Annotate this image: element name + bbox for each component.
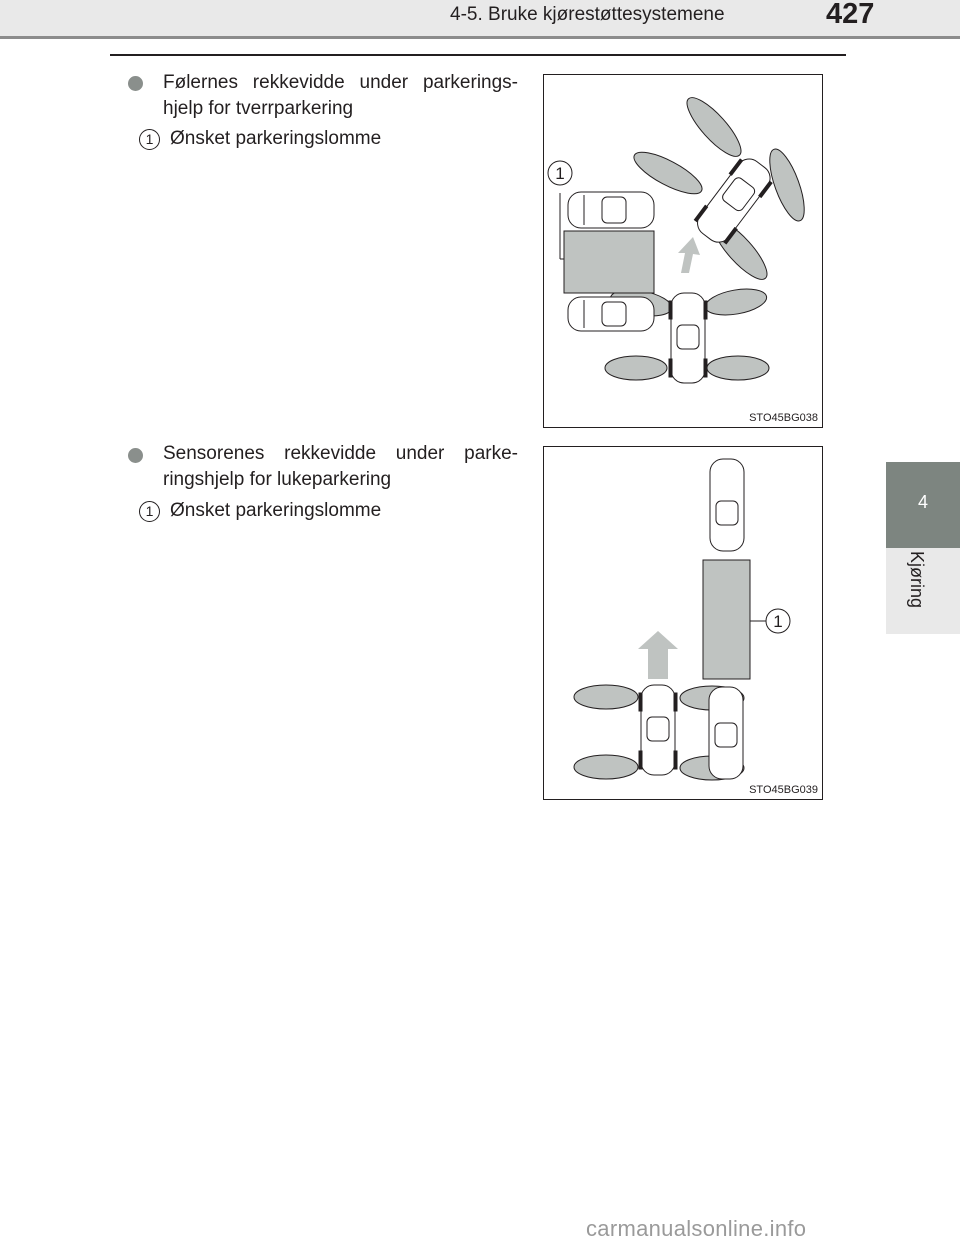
target-parking-space	[702, 559, 751, 680]
callout-marker	[765, 608, 791, 634]
figure-callout-label: 1	[773, 612, 782, 631]
callout-number: 1	[139, 501, 160, 522]
section-title: 4-5. Bruke kjørestøttesystemene	[450, 4, 725, 25]
header-divider-top	[0, 36, 960, 39]
moving-car	[693, 158, 773, 245]
sensor-beam	[573, 684, 639, 710]
chapter-number: 4	[917, 492, 928, 512]
item-text: Følernes rekkevidde under parkerings-hje…	[163, 72, 518, 119]
page-number: 427	[826, 0, 875, 30]
figure-code: STO45BG038	[749, 412, 818, 424]
watermark: carmanualsonline.info	[586, 1216, 807, 1241]
parked-car	[567, 296, 655, 332]
sensor-beam	[686, 97, 742, 157]
sensor-beam	[704, 288, 768, 316]
figure-callout-label: 1	[555, 164, 564, 183]
chapter-tab[interactable]: 4	[886, 462, 960, 548]
direction-arrow	[678, 237, 700, 273]
callout-marker	[547, 160, 573, 186]
chapter-label-band	[886, 548, 960, 634]
header-divider	[110, 54, 846, 56]
sensor-beam	[706, 355, 770, 381]
own-car	[638, 684, 678, 776]
item-text: Sensorenes rekkevidde under parke-ringsh…	[163, 443, 518, 490]
sensor-beam	[573, 754, 639, 780]
perpendicular-parking-diagram: 1	[547, 97, 805, 384]
own-car	[668, 292, 708, 384]
chapter-label-text: Kjøring	[907, 551, 927, 609]
bullet-icon	[128, 444, 150, 466]
sensor-beam	[604, 355, 668, 381]
figure-parallel-parking: 1 STO45BG039	[543, 446, 823, 800]
figure-perpendicular-parking: 1 STO45BG038	[543, 74, 823, 428]
bullet-icon	[128, 72, 150, 94]
callout-text: Ønsket parkeringslomme	[170, 128, 382, 149]
parked-car	[709, 458, 745, 552]
figure-code: STO45BG039	[749, 784, 818, 796]
parked-car	[567, 191, 655, 229]
target-parking-space	[563, 230, 655, 294]
parked-car	[708, 686, 744, 780]
sensor-beam	[769, 148, 805, 222]
sensor-beam	[633, 151, 703, 195]
callout-text: Ønsket parkeringslomme	[170, 500, 382, 521]
direction-arrow	[638, 631, 678, 679]
callout-number: 1	[139, 129, 160, 150]
header-band	[0, 0, 960, 36]
parallel-parking-diagram: 1	[573, 458, 791, 781]
chapter-label: Kjøring	[906, 551, 928, 631]
